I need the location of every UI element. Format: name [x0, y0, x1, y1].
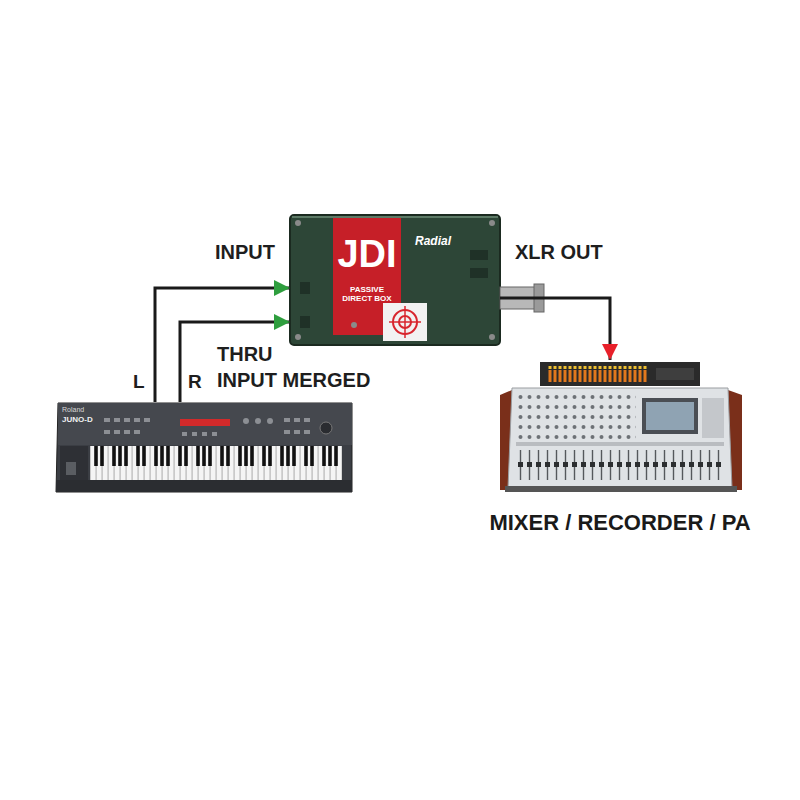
- port-label: INPUT: [215, 241, 275, 264]
- arrowhead: [602, 344, 618, 360]
- direct-box-illustration: [290, 215, 544, 345]
- product-subtitle: PASSIVE DIRECT BOX: [335, 285, 399, 303]
- brand-label: Radial: [415, 235, 451, 249]
- port-label: XLR OUT: [513, 241, 605, 264]
- keyboard-illustration: [56, 403, 352, 492]
- line-break-spacer: [279, 341, 392, 367]
- mixer-node: MIXER / RECORDER / PA: [498, 360, 742, 495]
- channel-label: L: [131, 371, 147, 393]
- arrowhead: [274, 280, 290, 296]
- port-label: THRU INPUT MERGED: [217, 341, 392, 393]
- signal-cable: [500, 298, 618, 360]
- brand-label: Roland: [62, 406, 84, 414]
- direct-box-node: JDI PASSIVE DIRECT BOX Radial: [290, 215, 500, 345]
- model-label: JUNO-D: [62, 415, 93, 424]
- mixer-illustration: [500, 362, 742, 492]
- channel-label: R: [186, 371, 204, 393]
- device-caption: MIXER / RECORDER / PA: [489, 510, 750, 535]
- product-title: JDI: [333, 233, 401, 277]
- cable-line: [500, 298, 610, 360]
- arrowhead: [274, 314, 290, 330]
- keyboard-node: RolandJUNO-D: [56, 402, 352, 492]
